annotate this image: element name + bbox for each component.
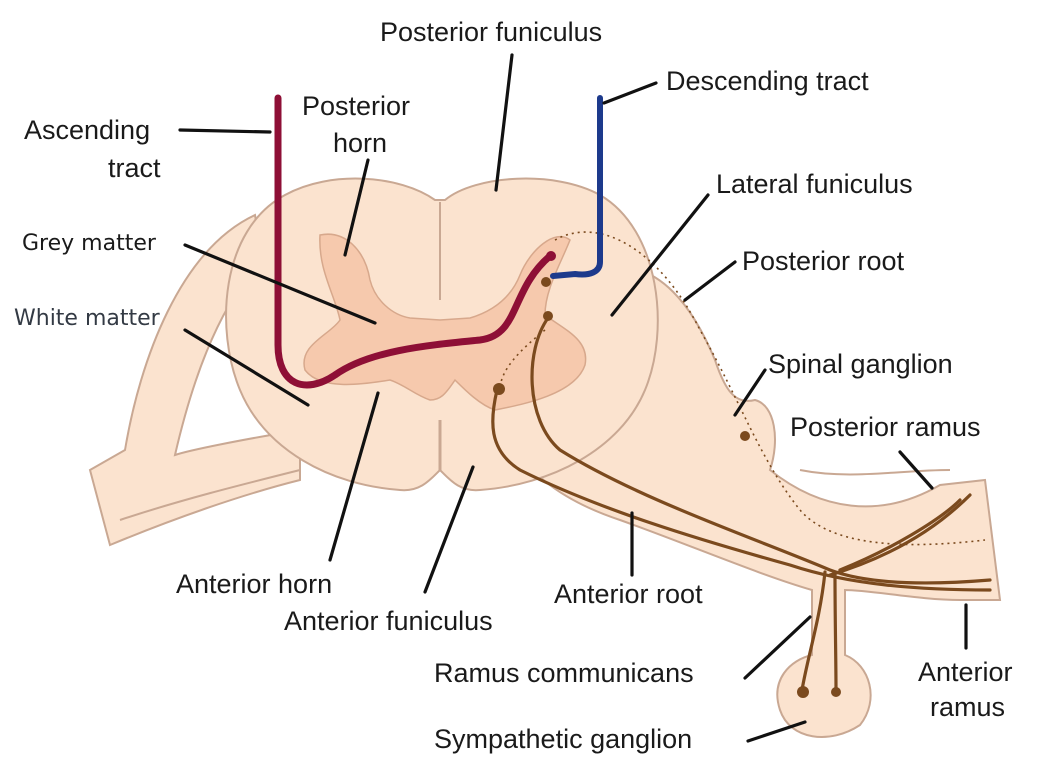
label-grey-matter: Grey matter <box>22 231 157 256</box>
leader-descending-tract <box>604 83 656 103</box>
leader-posterior-root <box>685 262 735 300</box>
label-posterior-horn-line2: horn <box>333 128 387 158</box>
neuron-body-2 <box>543 311 553 321</box>
label-posterior-horn-line1: Posterior <box>302 91 410 121</box>
label-posterior-root: Posterior root <box>742 246 905 276</box>
label-anterior-ramus-line2: ramus <box>930 692 1005 722</box>
leader-anterior-funiculus <box>425 467 473 592</box>
leader-ascending-tract <box>180 130 270 132</box>
label-sympathetic-ganglion: Sympathetic ganglion <box>434 724 692 754</box>
label-lateral-funiculus: Lateral funiculus <box>716 169 913 199</box>
label-anterior-ramus-line1: Anterior <box>918 657 1013 687</box>
label-posterior-funiculus: Posterior funiculus <box>380 17 602 47</box>
sympathetic-ganglion-cell-2 <box>831 687 841 697</box>
posterior-ramus-edge <box>800 470 950 474</box>
spinal-ganglion-cell <box>740 431 750 441</box>
sympathetic-ganglion-cell-1 <box>797 686 809 698</box>
label-anterior-horn: Anterior horn <box>176 569 332 599</box>
label-ramus-communicans: Ramus communicans <box>434 658 694 688</box>
label-white-matter: White matter <box>14 306 161 331</box>
label-anterior-root: Anterior root <box>554 579 703 609</box>
label-anterior-funiculus: Anterior funiculus <box>284 606 493 636</box>
label-posterior-ramus: Posterior ramus <box>790 412 981 442</box>
neuron-body-1 <box>541 277 551 287</box>
label-descending-tract: Descending tract <box>666 66 869 96</box>
label-spinal-ganglion: Spinal ganglion <box>768 349 953 379</box>
label-ascending-tract-line2: tract <box>108 153 161 183</box>
label-ascending-tract-line1: Ascending <box>24 115 150 145</box>
neuron-body-3 <box>493 383 505 395</box>
leader-posterior-funiculus <box>496 55 512 190</box>
ascending-tract-end <box>546 251 556 261</box>
ramus-communicans-fibers-2 <box>835 575 836 690</box>
